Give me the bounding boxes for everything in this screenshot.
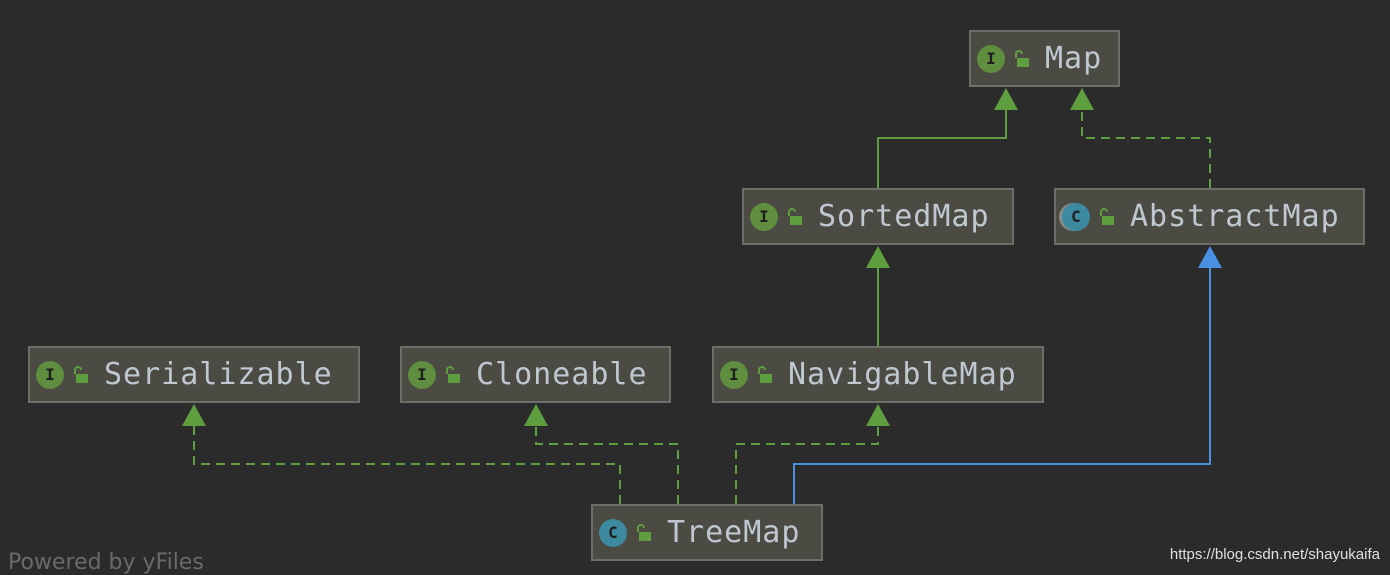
edge-sortedmap-map: [877, 110, 1007, 188]
node-label: SortedMap: [818, 199, 990, 234]
unlocked-icon: [1100, 207, 1114, 225]
node-label: AbstractMap: [1130, 199, 1340, 234]
unlocked-icon: [788, 207, 802, 225]
arrowhead-sortedmap: [866, 246, 890, 268]
node-label: Cloneable: [476, 357, 648, 392]
node-label: NavigableMap: [788, 357, 1017, 392]
interface-icon: I: [977, 44, 1005, 73]
arrowhead-cloneable: [524, 404, 548, 426]
unlocked-icon: [758, 365, 772, 383]
unlocked-icon: [637, 523, 651, 541]
arrowhead-map-left: [994, 88, 1018, 110]
edge-abstractmap-map: [1081, 110, 1211, 188]
class-icon: C: [599, 518, 627, 547]
interface-icon: I: [408, 360, 436, 389]
node-map[interactable]: I Map: [969, 30, 1120, 87]
node-label: TreeMap: [667, 515, 801, 550]
interface-icon: I: [750, 202, 778, 231]
arrowhead-serializable: [182, 404, 206, 426]
node-sortedmap[interactable]: I SortedMap: [742, 188, 1014, 245]
edge-treemap-navigablemap: [735, 426, 879, 504]
interface-icon: I: [720, 360, 748, 389]
abstract-class-icon: C: [1062, 202, 1090, 231]
unlocked-icon: [74, 365, 88, 383]
arrowhead-navigablemap: [866, 404, 890, 426]
node-navigablemap[interactable]: I NavigableMap: [712, 346, 1044, 403]
unlocked-icon: [1015, 49, 1029, 67]
edge-treemap-serializable: [193, 426, 621, 504]
powered-by-text: Powered by yFiles: [8, 550, 204, 575]
unlocked-icon: [446, 365, 460, 383]
node-label: Map: [1045, 41, 1103, 76]
interface-icon: I: [36, 360, 64, 389]
arrowhead-abstractmap: [1198, 246, 1222, 268]
node-label: Serializable: [104, 357, 333, 392]
node-serializable[interactable]: I Serializable: [28, 346, 360, 403]
node-abstractmap[interactable]: C AbstractMap: [1054, 188, 1365, 245]
edge-treemap-abstractmap: [793, 268, 1211, 504]
node-treemap[interactable]: C TreeMap: [591, 504, 823, 561]
edge-treemap-cloneable: [535, 426, 679, 504]
arrowhead-map-right: [1070, 88, 1094, 110]
node-cloneable[interactable]: I Cloneable: [400, 346, 671, 403]
watermark-text: https://blog.csdn.net/shayukaifa: [1169, 546, 1380, 563]
